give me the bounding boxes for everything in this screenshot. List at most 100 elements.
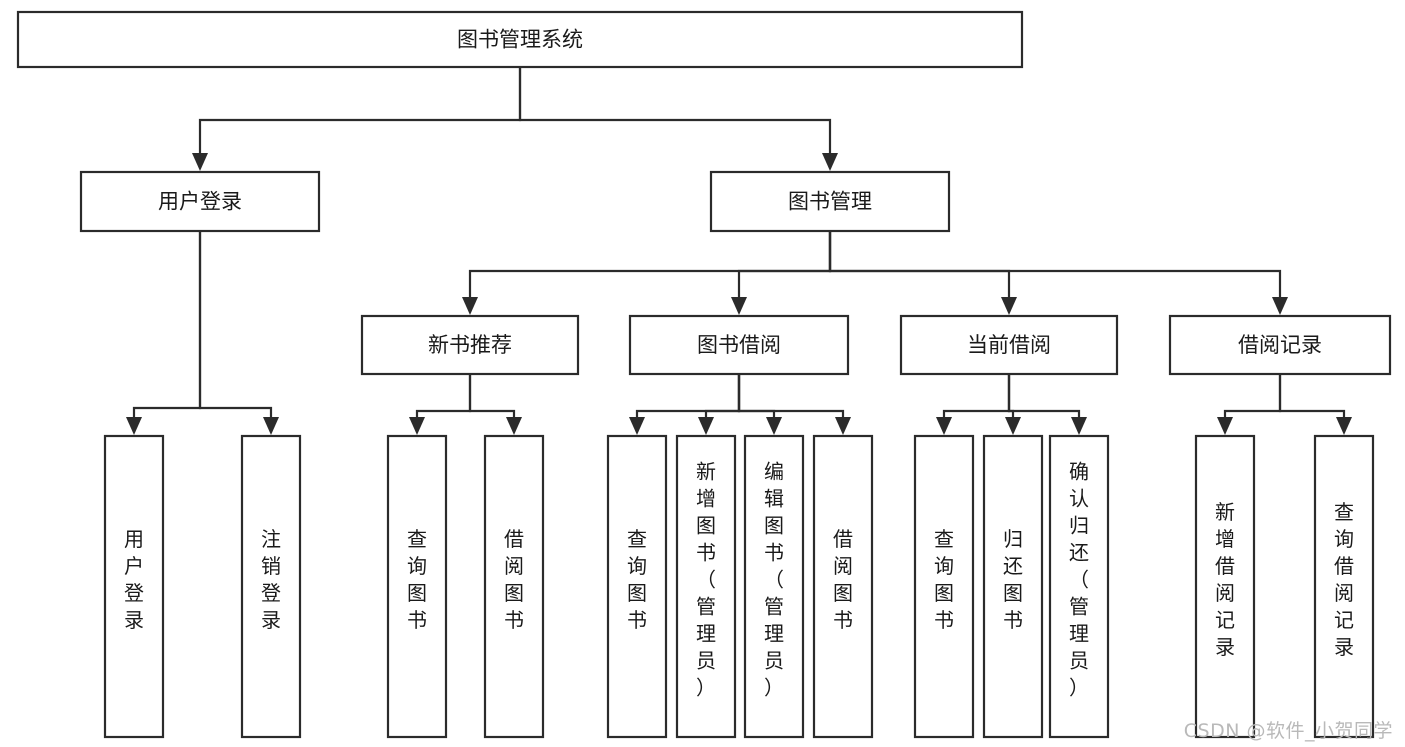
node-label-cb-query-book: 查询图书 [934, 527, 954, 632]
edge-borrow-record-to-br-add-record [1217, 374, 1282, 435]
leaf-bb-query-book[interactable]: 查询图书 [606, 434, 668, 739]
connector-line [737, 374, 845, 418]
edge-borrow-record-to-br-query-record [1278, 374, 1352, 435]
connector-line [132, 231, 202, 418]
leaf-user-logout[interactable]: 注销登录 [240, 434, 302, 739]
node-box-nbr-query-book [386, 434, 448, 739]
arrow-head-user-login-do [126, 417, 142, 435]
node-label-new-book-recommend: 新书推荐 [428, 333, 512, 357]
edge-new-book-recommend-to-nbr-query-book [409, 374, 472, 435]
connector-line [468, 231, 832, 298]
edge-book-borrow-to-bb-query-book [629, 374, 741, 435]
arrow-head-cb-return-book [1005, 417, 1021, 435]
leaf-user-login-do[interactable]: 用户登录 [103, 434, 165, 739]
edge-user-login-to-user-logout [198, 231, 279, 435]
arrow-head-bb-borrow-book [835, 417, 851, 435]
leaf-br-query-record[interactable]: 查询借阅记录 [1313, 434, 1375, 739]
arrow-head-current-borrow [1001, 297, 1017, 315]
connector-line [1278, 374, 1346, 418]
node-box-user-login-do [103, 434, 165, 739]
node-label-borrow-record: 借阅记录 [1238, 333, 1322, 357]
node-box-nbr-borrow-book [483, 434, 545, 739]
leaf-nbr-borrow-book[interactable]: 借阅图书 [483, 434, 545, 739]
node-current-borrow[interactable]: 当前借阅 [899, 314, 1119, 376]
connector-line [942, 374, 1011, 418]
leaf-cb-query-book[interactable]: 查询图书 [913, 434, 975, 739]
connector-line [415, 374, 472, 418]
node-book-manage[interactable]: 图书管理 [709, 170, 951, 233]
node-new-book-recommend[interactable]: 新书推荐 [360, 314, 580, 376]
leaf-bb-edit-book[interactable]: 编辑图书（管理员） [743, 434, 805, 739]
node-label-book-manage: 图书管理 [788, 190, 872, 214]
node-box-cb-return-book [982, 434, 1044, 739]
edge-current-borrow-to-cb-confirm-return [1007, 374, 1087, 435]
node-label-current-borrow: 当前借阅 [967, 333, 1051, 357]
node-book-borrow[interactable]: 图书借阅 [628, 314, 850, 376]
leaf-nbr-query-book[interactable]: 查询图书 [386, 434, 448, 739]
leaf-cb-confirm-return[interactable]: 确认归还（管理员） [1048, 434, 1110, 739]
connector-line [1007, 374, 1081, 418]
arrow-head-nbr-query-book [409, 417, 425, 435]
arrow-head-user-login [192, 153, 208, 171]
node-root-system[interactable]: 图书管理系统 [16, 10, 1024, 69]
edge-book-manage-to-current-borrow [828, 231, 1017, 315]
node-box-cb-confirm-return [1048, 434, 1110, 739]
arrow-head-cb-query-book [936, 417, 952, 435]
node-box-user-login [79, 170, 321, 233]
leaf-cb-return-book[interactable]: 归还图书 [982, 434, 1044, 739]
arrow-head-br-query-record [1336, 417, 1352, 435]
node-label-br-add-record: 新增借阅记录 [1215, 500, 1235, 659]
arrow-head-user-logout [263, 417, 279, 435]
arrow-head-br-add-record [1217, 417, 1233, 435]
node-box-bb-borrow-book [812, 434, 874, 739]
connector-line [828, 231, 1011, 298]
arrow-head-bb-add-book [698, 417, 714, 435]
node-box-new-book-recommend [360, 314, 580, 376]
arrow-head-cb-confirm-return [1071, 417, 1087, 435]
node-box-bb-add-book [675, 434, 737, 739]
edge-root-to-user-login [192, 67, 522, 171]
connector-line [518, 67, 832, 154]
node-label-user-logout: 注销登录 [261, 527, 281, 632]
arrow-head-nbr-borrow-book [506, 417, 522, 435]
arrow-head-bb-query-book [629, 417, 645, 435]
node-label-bb-query-book: 查询图书 [627, 527, 647, 632]
leaf-br-add-record[interactable]: 新增借阅记录 [1194, 434, 1256, 739]
node-label-root: 图书管理系统 [457, 28, 583, 52]
node-label-bb-edit-book: 编辑图书（管理员） [764, 460, 784, 700]
leaf-bb-add-book[interactable]: 新增图书（管理员） [675, 434, 737, 739]
node-box-bb-edit-book [743, 434, 805, 739]
node-box-br-query-record [1313, 434, 1375, 739]
connector-line [468, 374, 516, 418]
edge-book-manage-to-book-borrow [731, 231, 832, 315]
node-user-login[interactable]: 用户登录 [79, 170, 321, 233]
node-borrow-record[interactable]: 借阅记录 [1168, 314, 1392, 376]
edge-book-borrow-to-bb-borrow-book [737, 374, 851, 435]
connector-layer [126, 67, 1352, 435]
connector-line [828, 231, 1282, 298]
node-label-user-login: 用户登录 [158, 190, 242, 214]
connector-line [704, 374, 741, 418]
arrow-head-borrow-record [1272, 297, 1288, 315]
node-label-nbr-query-book: 查询图书 [407, 527, 427, 632]
arrow-head-book-manage [822, 153, 838, 171]
node-box-user-logout [240, 434, 302, 739]
node-label-bb-borrow-book: 借阅图书 [833, 527, 853, 632]
arrow-head-new-book-recommend [462, 297, 478, 315]
node-box-bb-query-book [606, 434, 668, 739]
edge-book-borrow-to-bb-edit-book [737, 374, 782, 435]
leaf-bb-borrow-book[interactable]: 借阅图书 [812, 434, 874, 739]
edge-current-borrow-to-cb-return-book [1005, 374, 1021, 435]
arrow-head-book-borrow [731, 297, 747, 315]
edge-current-borrow-to-cb-query-book [936, 374, 1011, 435]
node-layer: 图书管理系统用户登录用户登录注销登录图书管理新书推荐查询图书借阅图书图书借阅查询… [16, 10, 1392, 739]
arrow-head-bb-edit-book [766, 417, 782, 435]
node-label-cb-return-book: 归还图书 [1003, 527, 1023, 632]
node-box-br-add-record [1194, 434, 1256, 739]
edge-book-borrow-to-bb-add-book [698, 374, 741, 435]
edge-book-manage-to-new-book-recommend [462, 231, 832, 315]
edge-book-manage-to-borrow-record [828, 231, 1288, 315]
connector-line [1223, 374, 1282, 418]
